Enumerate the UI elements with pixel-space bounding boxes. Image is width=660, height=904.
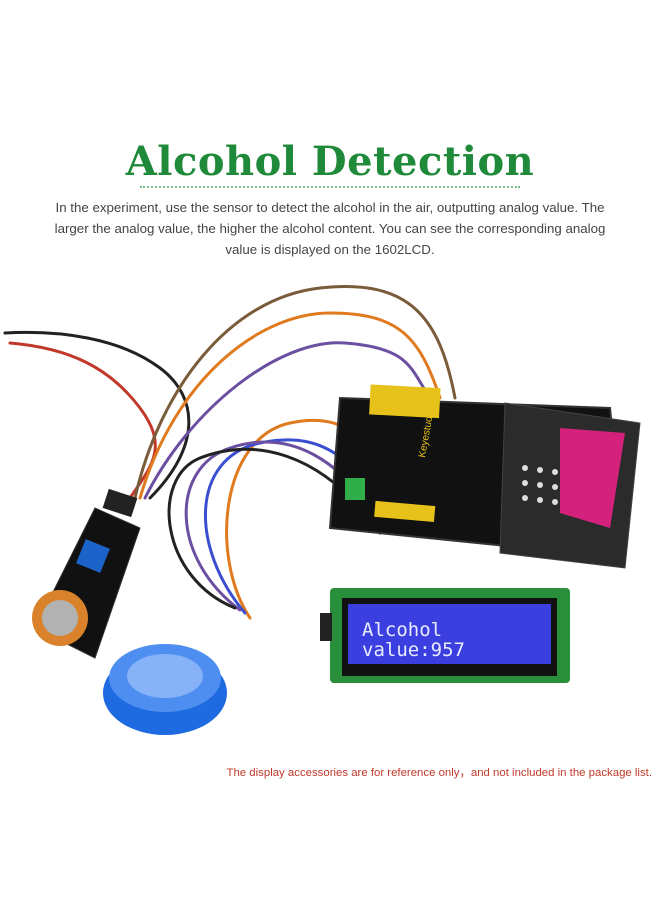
bottle-cap: [103, 644, 227, 735]
lcd-line-2: value:957: [362, 639, 465, 661]
controller-board: Keyestudio: [328, 384, 641, 569]
footnote-text: The display accessories are for referenc…: [226, 767, 653, 779]
page-title: Alcohol Detection: [125, 138, 535, 185]
lcd-1602-module: Alcohol value:957: [320, 588, 570, 683]
title-divider: [140, 186, 520, 188]
lcd-line-1: Alcohol: [362, 619, 442, 641]
product-photo: Keyestudio Alcohol value:957: [3, 285, 641, 735]
description-text: In the experiment, use the sensor to det…: [54, 200, 606, 257]
alcohol-sensor-module: [32, 488, 141, 659]
